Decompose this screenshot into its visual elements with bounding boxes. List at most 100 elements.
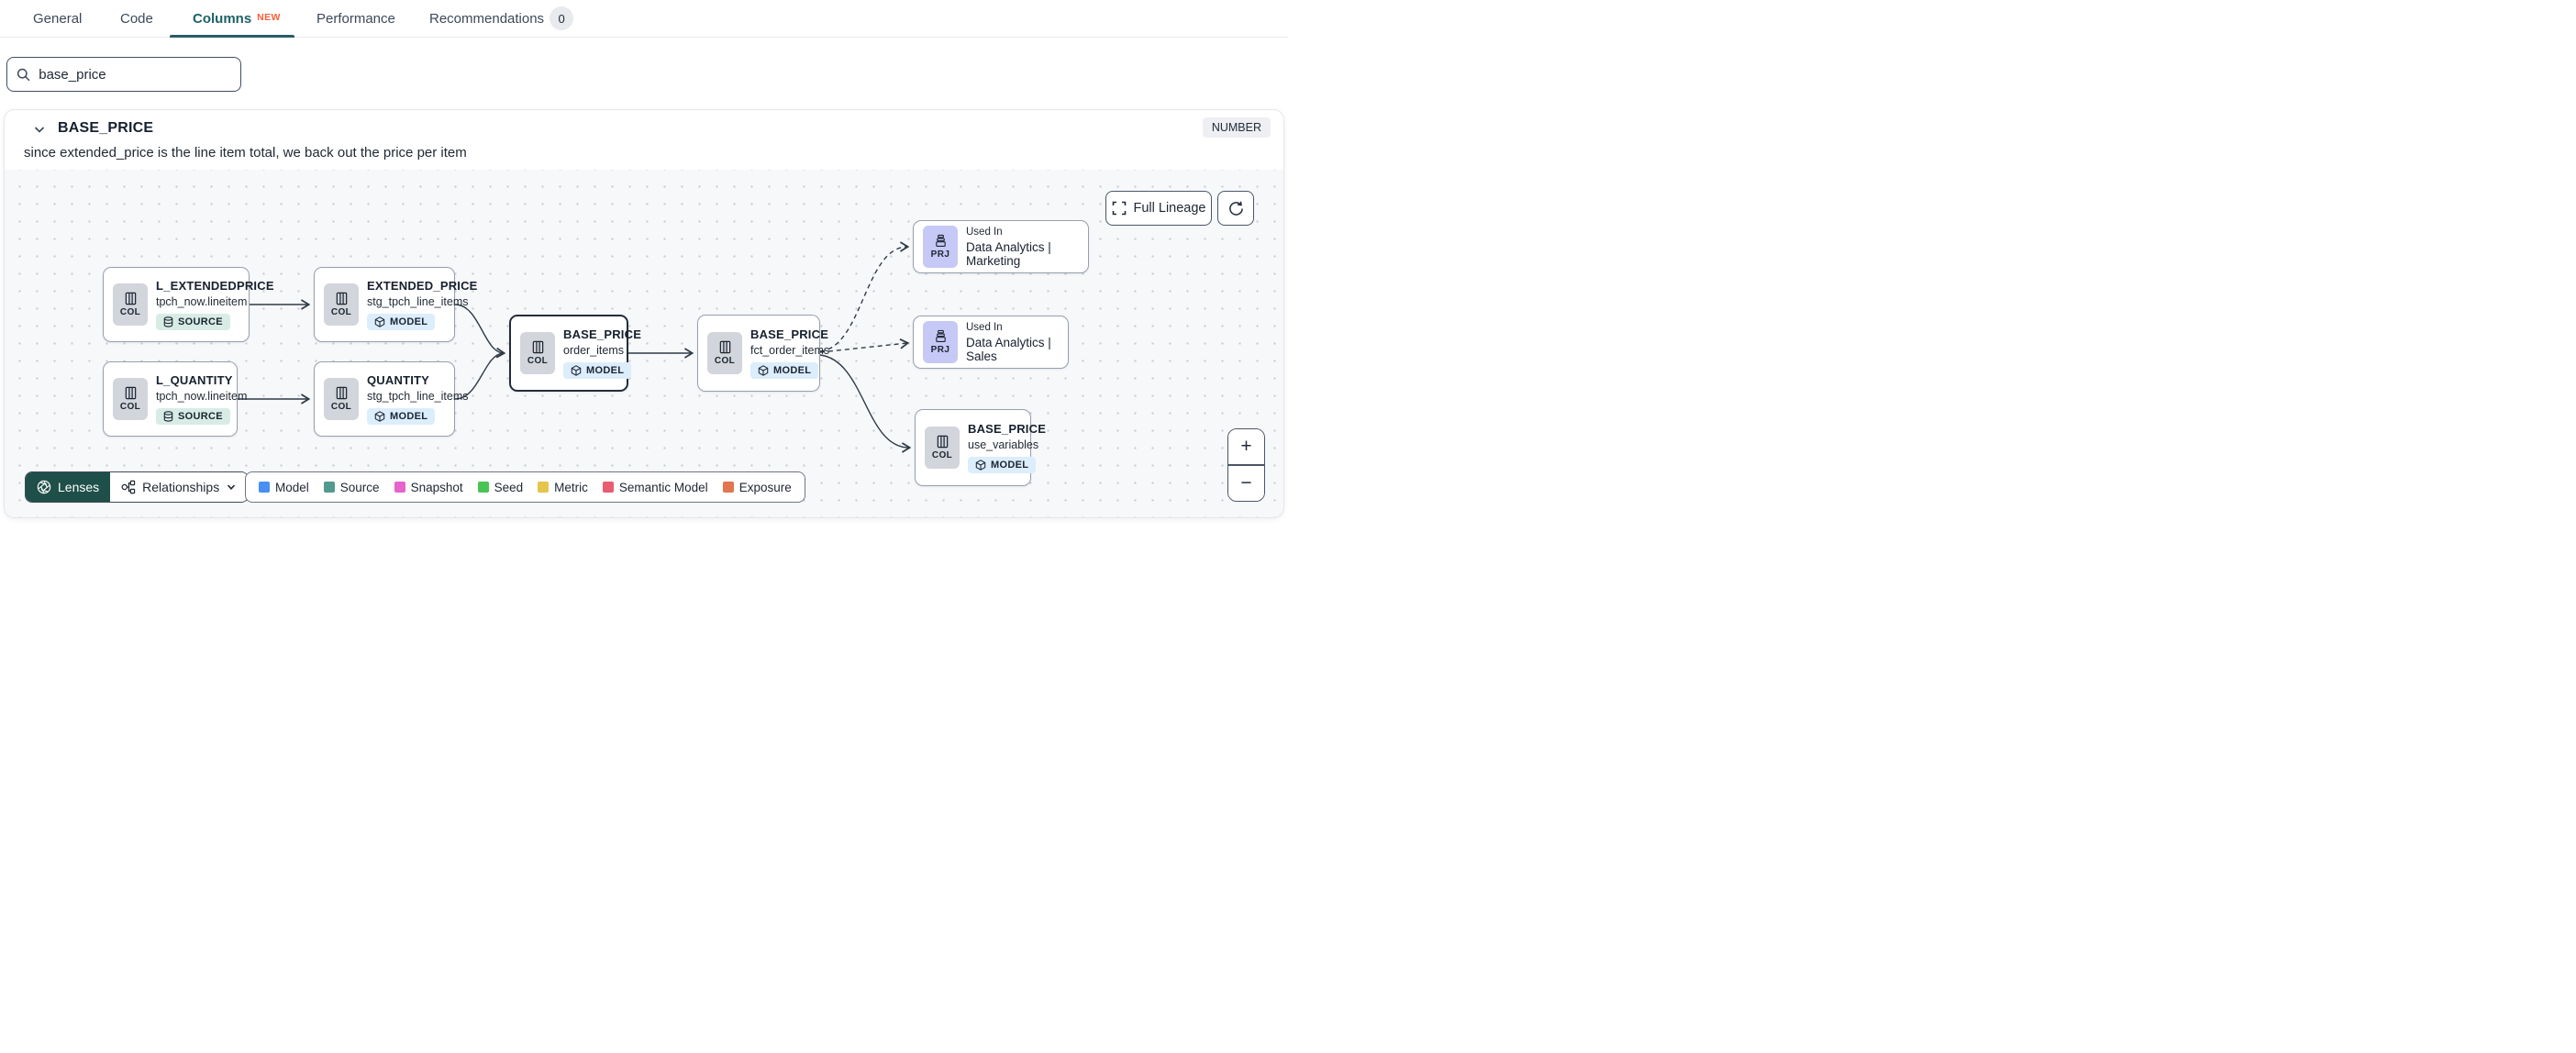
- node-title: EXTENDED_PRICE: [367, 279, 478, 293]
- column-description: since extended_price is the line item to…: [24, 145, 467, 161]
- lenses-toolbar: Lenses Relationships: [25, 471, 250, 503]
- stack-icon: [935, 329, 946, 342]
- chevron-down-icon: [228, 484, 236, 490]
- lineage-node-extended-price[interactable]: COL EXTENDED_PRICE stg_tpch_line_items M…: [314, 267, 477, 342]
- model-badge: MODEL: [563, 362, 632, 379]
- aperture-icon: [37, 480, 51, 494]
- lineage-node-l-extendedprice[interactable]: COL L_EXTENDEDPRICE tpch_now.lineitem SO…: [103, 267, 274, 342]
- tab-general[interactable]: General: [33, 10, 83, 27]
- cube-icon: [758, 365, 769, 376]
- legend-swatch: [259, 482, 270, 493]
- lenses-button[interactable]: Lenses: [26, 472, 111, 502]
- columns-icon: [532, 340, 543, 354]
- tab-code[interactable]: Code: [120, 10, 153, 27]
- node-subtitle: fct_order_items: [750, 344, 830, 357]
- column-chip: COL: [324, 283, 359, 326]
- columns-icon: [937, 435, 948, 449]
- node-title: BASE_PRICE: [750, 327, 829, 341]
- legend-item: Exposure: [722, 481, 792, 494]
- database-icon: [163, 316, 173, 327]
- legend-swatch: [538, 482, 550, 493]
- relationships-icon: [121, 480, 136, 494]
- cube-icon: [374, 411, 385, 422]
- legend-swatch: [477, 482, 489, 493]
- source-badge: SOURCE: [156, 314, 230, 330]
- refresh-icon: [1228, 201, 1243, 216]
- lineage-node-base-price-order-items[interactable]: COL BASE_PRICE order_items MODEL: [509, 315, 641, 392]
- active-tab-indicator: [170, 35, 294, 38]
- node-title: L_QUANTITY: [156, 373, 233, 387]
- tab-bar: General Code Columns NEW Performance Rec…: [0, 0, 1288, 38]
- cube-icon: [374, 316, 385, 327]
- legend-item: Snapshot: [394, 481, 463, 494]
- model-badge: MODEL: [367, 408, 436, 425]
- chevron-down-icon[interactable]: [32, 122, 47, 137]
- column-chip: COL: [925, 427, 960, 469]
- lineage-node-used-in-marketing[interactable]: PRJ Used In Data Analytics | Marketing: [913, 220, 1089, 273]
- node-title: QUANTITY: [367, 373, 430, 387]
- project-chip: PRJ: [923, 321, 958, 363]
- tab-recommendations[interactable]: Recommendations 0: [429, 0, 574, 37]
- lineage-canvas[interactable]: COL L_EXTENDEDPRICE tpch_now.lineitem SO…: [5, 170, 1283, 517]
- expand-icon: [1112, 201, 1126, 216]
- node-title: Data Analytics | Sales: [966, 335, 1051, 363]
- legend-swatch: [602, 482, 614, 493]
- legend-swatch: [722, 482, 734, 493]
- model-badge: MODEL: [367, 314, 436, 330]
- refresh-button[interactable]: [1217, 191, 1254, 226]
- zoom-out-button[interactable]: −: [1228, 465, 1264, 501]
- legend-item: Semantic Model: [602, 481, 708, 494]
- columns-icon: [336, 386, 347, 400]
- node-subtitle: stg_tpch_line_items: [367, 390, 469, 403]
- lineage-node-used-in-sales[interactable]: PRJ Used In Data Analytics | Sales: [913, 316, 1069, 369]
- divider: [1228, 464, 1264, 466]
- search-icon: [17, 68, 30, 81]
- cube-icon: [571, 365, 582, 376]
- model-badge: MODEL: [968, 457, 1037, 473]
- zoom-control: + −: [1227, 428, 1265, 502]
- node-title: BASE_PRICE: [968, 422, 1047, 436]
- stack-icon: [935, 234, 946, 247]
- project-chip: PRJ: [923, 226, 958, 268]
- column-chip: COL: [520, 332, 555, 374]
- node-subtitle: order_items: [563, 344, 624, 357]
- recommendations-count-badge: 0: [550, 6, 574, 30]
- zoom-in-button[interactable]: +: [1228, 429, 1264, 465]
- columns-icon: [336, 292, 347, 305]
- lineage-node-base-price-use-variables[interactable]: COL BASE_PRICE use_variables MODEL: [915, 409, 1046, 486]
- column-chip: COL: [113, 283, 148, 326]
- new-flag: NEW: [257, 12, 281, 23]
- cube-icon: [975, 460, 986, 471]
- used-in-label: Used In: [966, 321, 1003, 333]
- used-in-label: Used In: [966, 226, 1003, 238]
- legend-item: Metric: [538, 481, 588, 494]
- columns-icon: [719, 340, 730, 354]
- node-type-legend: Model Source Snapshot Seed Metric Semant…: [245, 471, 805, 503]
- full-lineage-button[interactable]: Full Lineage: [1105, 191, 1212, 226]
- column-chip: COL: [113, 378, 148, 420]
- column-chip: COL: [707, 332, 742, 374]
- tab-performance[interactable]: Performance: [316, 10, 395, 27]
- column-type-badge: NUMBER: [1202, 117, 1271, 138]
- lineage-node-quantity[interactable]: COL QUANTITY stg_tpch_line_items MODEL: [314, 361, 468, 437]
- database-icon: [163, 411, 173, 422]
- search-input[interactable]: [39, 66, 231, 83]
- node-subtitle: tpch_now.lineitem: [156, 295, 248, 308]
- node-title: Data Analytics | Marketing: [966, 239, 1051, 268]
- legend-item: Seed: [477, 481, 523, 494]
- legend-item: Source: [323, 481, 380, 494]
- column-panel: BASE_PRICE NUMBER since extended_price i…: [4, 109, 1284, 518]
- node-title: L_EXTENDEDPRICE: [156, 279, 274, 293]
- source-badge: SOURCE: [156, 408, 230, 425]
- columns-icon: [125, 292, 136, 305]
- column-search[interactable]: [6, 57, 241, 92]
- lineage-node-base-price-fct-order-items[interactable]: COL BASE_PRICE fct_order_items MODEL: [697, 315, 829, 392]
- lineage-edges: [238, 241, 912, 453]
- relationships-dropdown[interactable]: Relationships: [110, 472, 249, 502]
- node-title: BASE_PRICE: [563, 327, 642, 341]
- columns-icon: [125, 386, 136, 400]
- lineage-node-l-quantity[interactable]: COL L_QUANTITY tpch_now.lineitem SOURCE: [103, 361, 247, 437]
- column-header: BASE_PRICE NUMBER since extended_price i…: [5, 110, 1283, 170]
- model-badge: MODEL: [750, 362, 819, 379]
- tab-columns[interactable]: Columns NEW: [193, 10, 281, 27]
